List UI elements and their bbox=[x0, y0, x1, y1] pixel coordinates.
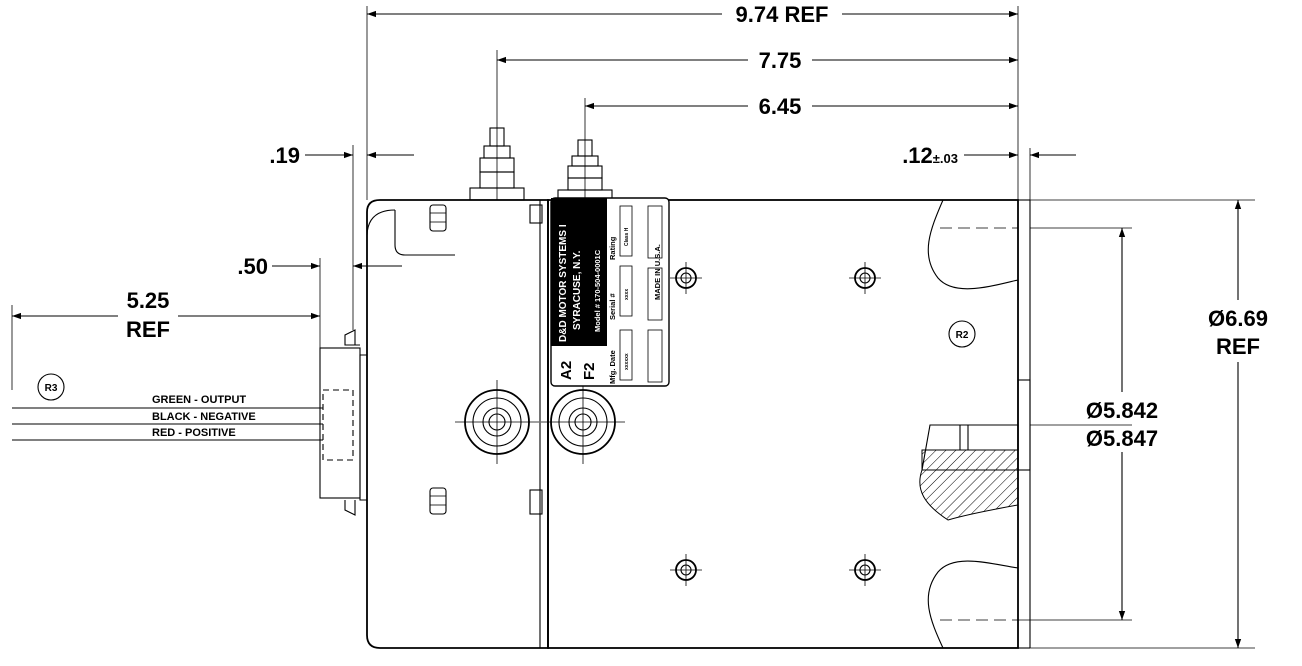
motor-housing bbox=[359, 199, 1031, 649]
dim-shaft-offset: .12±.03 bbox=[902, 143, 1076, 168]
dim-terminal-a: 7.75 bbox=[497, 48, 1018, 73]
nameplate-maker: D&D MOTOR SYSTEMS I bbox=[558, 224, 569, 342]
dim-mount-offset: .50 bbox=[237, 254, 402, 279]
svg-text:Ø5.842: Ø5.842 bbox=[1086, 398, 1158, 423]
bearing-right-icon bbox=[541, 380, 625, 464]
dim-terminal-b: 6.45 bbox=[585, 94, 1018, 119]
svg-text:REF: REF bbox=[1216, 334, 1260, 359]
dim-bracket-thickness: .19 bbox=[269, 143, 414, 168]
break-lines bbox=[927, 200, 1018, 648]
balloon-r3: R3 bbox=[37, 373, 65, 401]
svg-text:5.25: 5.25 bbox=[127, 288, 170, 313]
svg-text:.19: .19 bbox=[269, 143, 300, 168]
nameplate-rating-value: Class H bbox=[624, 227, 630, 246]
mounting-hole-icons bbox=[670, 262, 881, 586]
svg-text:REF: REF bbox=[126, 317, 170, 342]
bearing-left-icon bbox=[455, 380, 539, 464]
svg-text:7.75: 7.75 bbox=[759, 48, 802, 73]
nameplate: D&D MOTOR SYSTEMS I SYRACUSE, N.Y. Model… bbox=[550, 197, 670, 387]
terminal-stud-b-icon bbox=[557, 139, 613, 201]
wire-label-red: RED - POSITIVE bbox=[152, 427, 236, 439]
dim-lead-length: 5.25 REF bbox=[12, 288, 320, 342]
terminal-stud-a-icon bbox=[469, 127, 525, 201]
lead-connector bbox=[319, 329, 361, 516]
nameplate-origin: MADE IN U.S.A. bbox=[653, 244, 662, 300]
dim-pilot-diameter: Ø5.842 Ø5.847 bbox=[1030, 227, 1158, 620]
svg-text:9.74 REF: 9.74 REF bbox=[736, 2, 829, 27]
svg-text:R3: R3 bbox=[45, 383, 58, 394]
nameplate-city: SYRACUSE, N.Y. bbox=[572, 250, 583, 330]
nameplate-mfg-label: Mfg. Date bbox=[608, 350, 617, 384]
svg-text:.50: .50 bbox=[237, 254, 268, 279]
nameplate-rating-label: Rating bbox=[608, 236, 617, 260]
svg-text:Ø5.847: Ø5.847 bbox=[1086, 426, 1158, 451]
svg-text:Ø6.69: Ø6.69 bbox=[1208, 306, 1268, 331]
shaft-section bbox=[919, 379, 1132, 521]
nameplate-serial-label: Serial # bbox=[608, 292, 617, 320]
nameplate-model: Model # 170-504-0001C bbox=[593, 249, 602, 332]
nameplate-term-a2: A2 bbox=[558, 361, 575, 380]
dim-overall-length: 9.74 REF bbox=[367, 2, 1018, 27]
svg-text:R2: R2 bbox=[956, 330, 969, 341]
wire-label-black: BLACK - NEGATIVE bbox=[152, 411, 256, 423]
nameplate-term-f2: F2 bbox=[581, 362, 598, 380]
nameplate-serial-value: xxxx bbox=[624, 289, 630, 300]
end-cap-bosses bbox=[394, 204, 543, 515]
nameplate-mfg-value: xxxxxx bbox=[624, 353, 630, 370]
wire-leads: GREEN - OUTPUT BLACK - NEGATIVE RED - PO… bbox=[12, 394, 323, 441]
svg-text:.12±.03: .12±.03 bbox=[902, 143, 958, 168]
dim-body-diameter: Ø6.69 REF bbox=[1208, 200, 1268, 648]
svg-text:6.45: 6.45 bbox=[759, 94, 802, 119]
balloon-r2: R2 bbox=[948, 320, 976, 348]
wire-label-green: GREEN - OUTPUT bbox=[152, 394, 246, 406]
